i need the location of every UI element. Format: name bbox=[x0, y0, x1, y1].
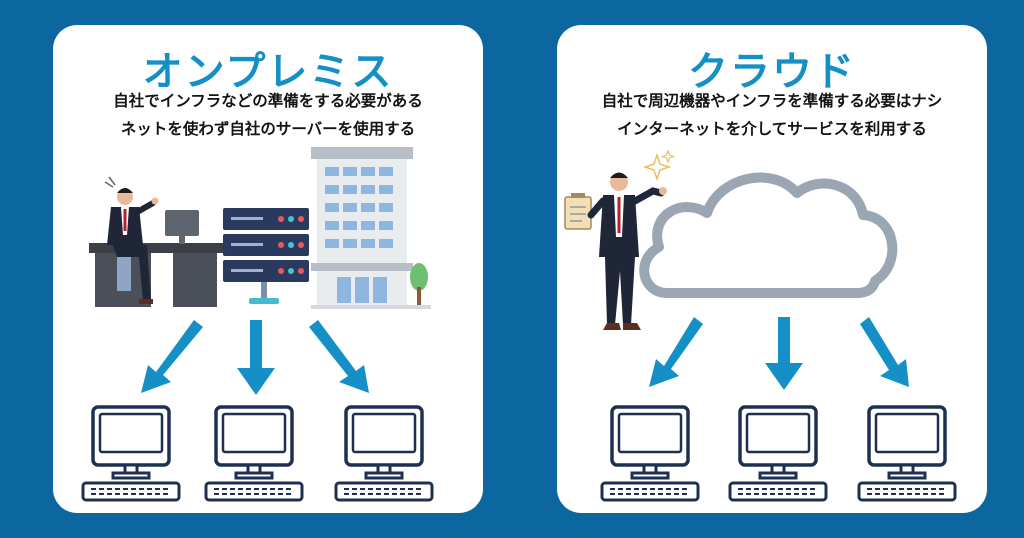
desktop-computer-icon bbox=[204, 405, 304, 502]
on-premise-illustration bbox=[81, 147, 434, 502]
description-line-2: ネットを使わず自社のサーバーを使用する bbox=[120, 120, 416, 138]
cloud-illustration bbox=[564, 149, 957, 502]
cloud-icon bbox=[639, 172, 898, 298]
arrow-icon bbox=[141, 320, 369, 395]
description-line-2: インターネットを介してサービスを利用する bbox=[617, 120, 927, 138]
on-premise-panel: オンプレミス 自社でインフラなどの準備をする必要がある ネットを使わず自社のサー… bbox=[53, 25, 483, 513]
description-line-1: 自社でインフラなどの準備をする必要がある bbox=[113, 92, 423, 110]
businessman-at-desk bbox=[89, 176, 223, 307]
desktop-computer-icon bbox=[857, 405, 957, 502]
office-building bbox=[311, 147, 431, 309]
description-line-1: 自社で周辺機器やインフラを準備する必要はナシ bbox=[601, 92, 943, 110]
desktop-computer-icon bbox=[728, 405, 828, 502]
arrow-icon bbox=[649, 317, 909, 390]
cloud-panel: クラウド 自社で周辺機器やインフラを準備する必要はナシ インターネットを介してサ… bbox=[557, 25, 987, 513]
businessman-with-clipboard bbox=[564, 149, 676, 330]
panel-description: 自社で周辺機器やインフラを準備する必要はナシ インターネットを介してサービスを利… bbox=[557, 87, 987, 143]
panel-description: 自社でインフラなどの準備をする必要がある ネットを使わず自社のサーバーを使用する bbox=[53, 87, 483, 143]
panel-title: クラウド bbox=[688, 49, 856, 95]
server-rack bbox=[223, 208, 309, 304]
desktop-computer-icon bbox=[334, 405, 434, 502]
panel-title: オンプレミス bbox=[142, 49, 394, 95]
desktop-computer-icon bbox=[81, 405, 181, 502]
desktop-computer-icon bbox=[600, 405, 700, 502]
